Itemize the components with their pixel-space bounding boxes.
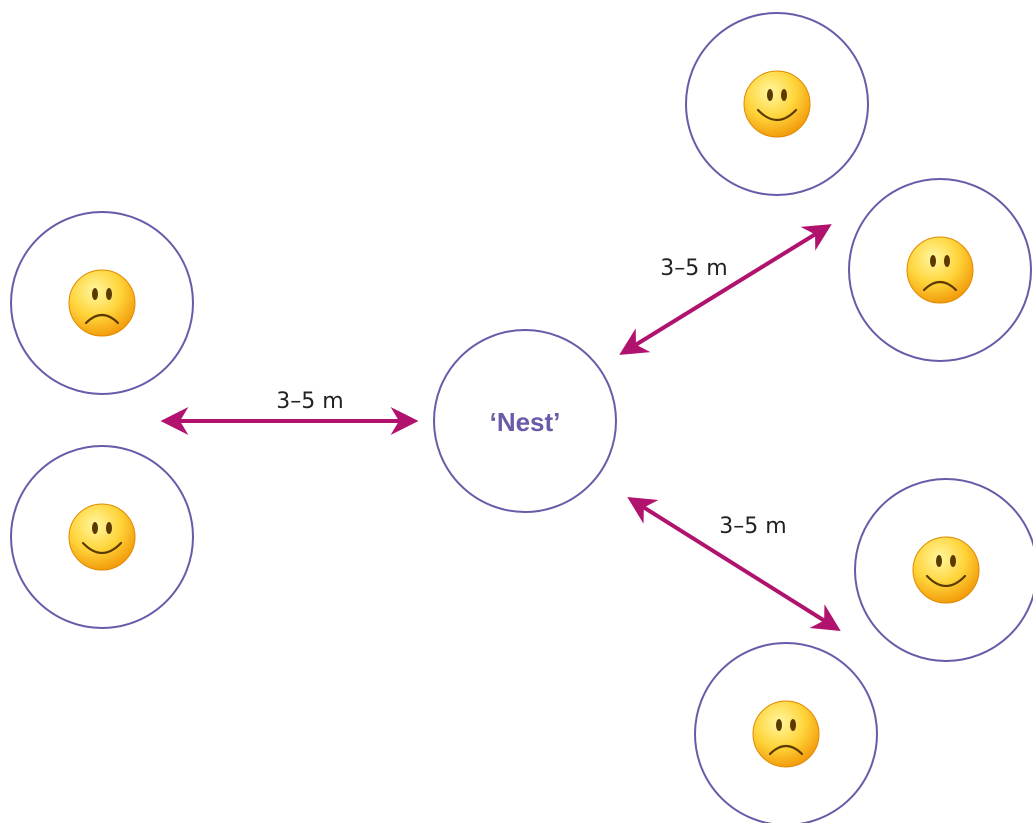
happy-face-icon (743, 70, 811, 138)
person-circle (694, 642, 878, 823)
distance-label-left: 3–5 m (276, 389, 343, 414)
person-left-2 (10, 445, 194, 629)
sad-face-icon (752, 700, 820, 768)
person-left-1 (10, 211, 194, 395)
person-circle (848, 178, 1032, 362)
sad-face-icon (68, 269, 136, 337)
person-circle (854, 478, 1033, 662)
person-upper-right-1 (685, 12, 869, 196)
happy-face-icon (912, 536, 980, 604)
person-circle (685, 12, 869, 196)
satellite-circles (10, 12, 1033, 823)
person-lower-right-1 (854, 478, 1033, 662)
person-circle (10, 445, 194, 629)
nest-label: ‘Nest’ (490, 407, 561, 437)
happy-face-icon (68, 503, 136, 571)
arrows (160, 224, 841, 631)
distance-label-upper-right: 3–5 m (660, 256, 727, 281)
sad-face-icon (906, 236, 974, 304)
nest-circle (433, 329, 617, 513)
nest: ‘Nest’ (433, 329, 617, 513)
person-upper-right-2 (848, 178, 1032, 362)
person-lower-right-2 (694, 642, 878, 823)
arrow-lower-right (627, 497, 841, 631)
arrow-upper-right (619, 224, 832, 355)
distance-labels: 3–5 m 3–5 m 3–5 m (276, 256, 786, 539)
distance-label-lower-right: 3–5 m (719, 514, 786, 539)
person-circle (10, 211, 194, 395)
